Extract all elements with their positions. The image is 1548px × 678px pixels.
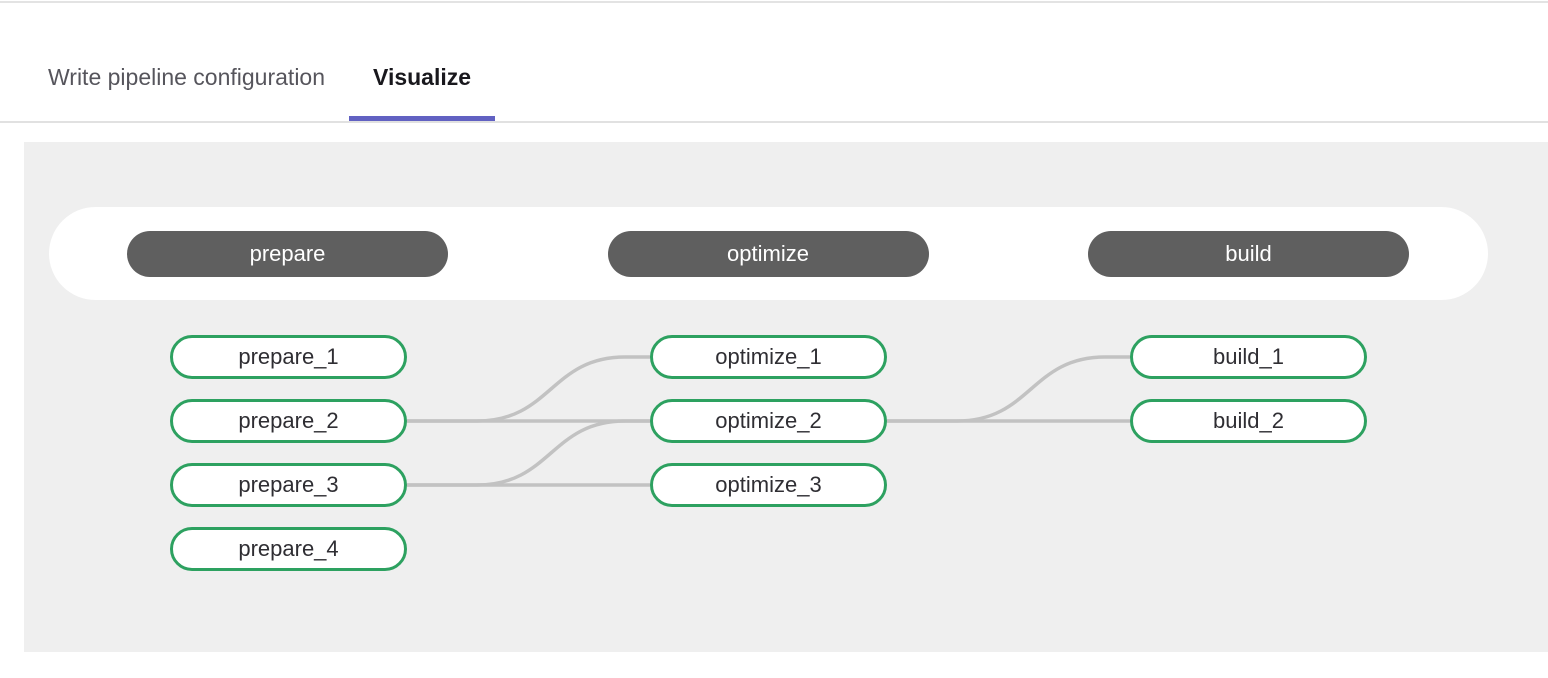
stage-pill-build: build — [1088, 230, 1409, 277]
job-pill-build_2[interactable]: build_2 — [1130, 399, 1367, 443]
link-prepare_3-to-optimize_2 — [407, 419, 650, 487]
job-pill-prepare_2[interactable]: prepare_2 — [170, 399, 407, 443]
job-pill-optimize_1[interactable]: optimize_1 — [650, 335, 887, 379]
pipeline-editor-tab-bar: Write pipeline configuration Visualize — [0, 0, 1548, 123]
tab-label: Write pipeline configuration — [48, 64, 326, 90]
job-pill-optimize_3[interactable]: optimize_3 — [650, 463, 887, 507]
tab-label: Visualize — [373, 64, 472, 90]
job-pill-prepare_4[interactable]: prepare_4 — [170, 527, 407, 571]
tab-write-pipeline-configuration[interactable]: Write pipeline configuration — [24, 0, 349, 121]
stage-pill-prepare: prepare — [127, 230, 448, 277]
stages-header: prepare optimize build — [49, 207, 1488, 300]
link-optimize_2-to-build_1 — [887, 355, 1130, 423]
tab-visualize[interactable]: Visualize — [349, 0, 496, 121]
job-pill-optimize_2[interactable]: optimize_2 — [650, 399, 887, 443]
link-prepare_2-to-optimize_1 — [407, 355, 650, 423]
job-pill-build_1[interactable]: build_1 — [1130, 335, 1367, 379]
active-tab-indicator — [349, 116, 496, 121]
job-pill-prepare_3[interactable]: prepare_3 — [170, 463, 407, 507]
job-pill-prepare_1[interactable]: prepare_1 — [170, 335, 407, 379]
tabs-list: Write pipeline configuration Visualize — [24, 0, 496, 121]
page-top-divider — [0, 1, 1548, 3]
stage-pill-optimize: optimize — [607, 230, 929, 277]
